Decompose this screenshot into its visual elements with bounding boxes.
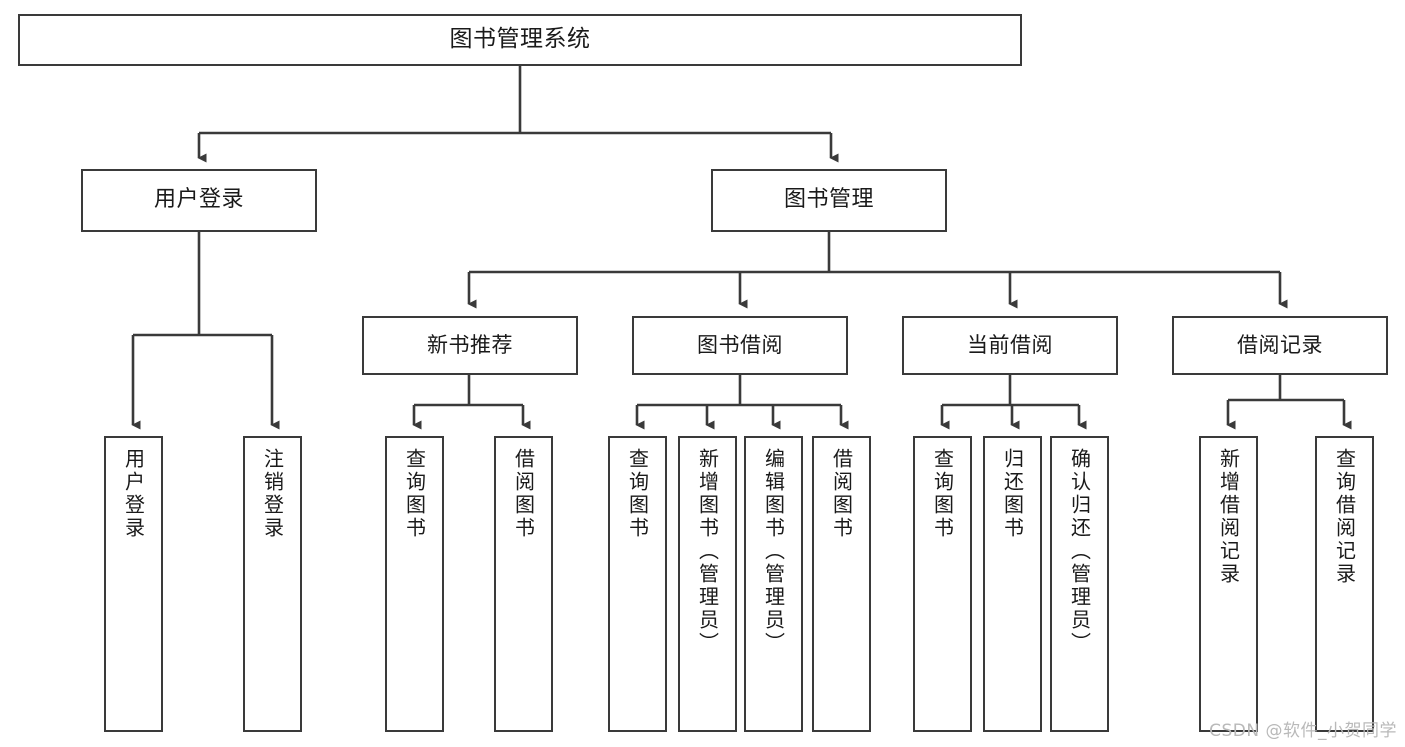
leaf-book-borrow-edit[interactable]: 编辑图书（管理员）: [744, 436, 803, 732]
leaf-user-login-logout-label: 注销登录: [260, 448, 285, 540]
node-book-borrow[interactable]: 图书借阅: [632, 316, 848, 375]
node-book-management-label: 图书管理: [783, 187, 874, 213]
node-user-login-label: 用户登录: [153, 187, 244, 213]
leaf-current-borrow-return[interactable]: 归还图书: [983, 436, 1042, 732]
leaf-current-borrow-query-label: 查询图书: [930, 448, 955, 540]
leaf-new-book-query-label: 查询图书: [402, 448, 427, 540]
leaf-book-borrow-query-label: 查询图书: [625, 448, 650, 540]
node-root[interactable]: 图书管理系统: [18, 14, 1022, 66]
node-new-book-recommend-label: 新书推荐: [427, 332, 513, 357]
leaf-book-borrow-lend[interactable]: 借阅图书: [812, 436, 871, 732]
leaf-user-login-login[interactable]: 用户登录: [104, 436, 163, 732]
leaf-user-login-login-label: 用户登录: [121, 448, 146, 540]
csdn-watermark: CSDN @软件_小贺同学: [1209, 721, 1397, 741]
leaf-new-book-borrow[interactable]: 借阅图书: [494, 436, 553, 732]
node-user-login[interactable]: 用户登录: [81, 169, 317, 232]
leaf-new-book-borrow-label: 借阅图书: [511, 448, 536, 540]
node-current-borrow[interactable]: 当前借阅: [902, 316, 1118, 375]
node-root-label: 图书管理系统: [449, 26, 591, 53]
leaf-borrow-record-add-label: 新增借阅记录: [1216, 448, 1241, 586]
leaf-current-borrow-confirm[interactable]: 确认归还（管理员）: [1050, 436, 1109, 732]
leaf-borrow-record-add[interactable]: 新增借阅记录: [1199, 436, 1258, 732]
node-new-book-recommend[interactable]: 新书推荐: [362, 316, 578, 375]
node-borrow-record-label: 借阅记录: [1237, 332, 1323, 357]
leaf-current-borrow-confirm-label: 确认归还（管理员）: [1067, 448, 1092, 655]
node-borrow-record[interactable]: 借阅记录: [1172, 316, 1388, 375]
leaf-book-borrow-lend-label: 借阅图书: [829, 448, 854, 540]
node-current-borrow-label: 当前借阅: [967, 332, 1053, 357]
leaf-current-borrow-query[interactable]: 查询图书: [913, 436, 972, 732]
leaf-borrow-record-query[interactable]: 查询借阅记录: [1315, 436, 1374, 732]
leaf-borrow-record-query-label: 查询借阅记录: [1332, 448, 1357, 586]
leaf-book-borrow-add[interactable]: 新增图书（管理员）: [678, 436, 737, 732]
leaf-book-borrow-edit-label: 编辑图书（管理员）: [761, 448, 786, 655]
leaf-book-borrow-add-label: 新增图书（管理员）: [695, 448, 720, 655]
leaf-book-borrow-query[interactable]: 查询图书: [608, 436, 667, 732]
leaf-current-borrow-return-label: 归还图书: [1000, 448, 1025, 540]
leaf-user-login-logout[interactable]: 注销登录: [243, 436, 302, 732]
leaf-new-book-query[interactable]: 查询图书: [385, 436, 444, 732]
node-book-management[interactable]: 图书管理: [711, 169, 947, 232]
node-book-borrow-label: 图书借阅: [697, 332, 783, 357]
